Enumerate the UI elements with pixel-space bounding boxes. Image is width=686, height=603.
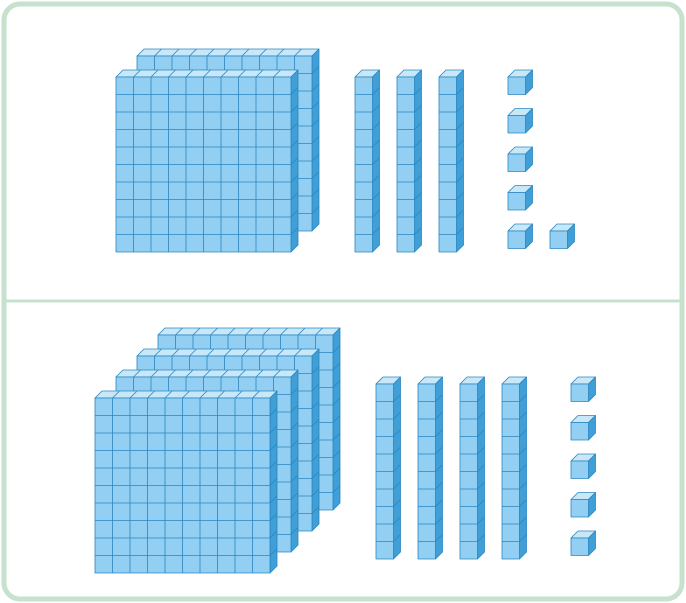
one-cube [570,530,596,556]
ten-rod [438,69,464,253]
ten-rod [417,376,443,560]
one-cube [507,69,533,95]
one-cube [507,185,533,211]
ten-rod [396,69,422,253]
ten-rod [375,376,401,560]
top-panel [115,48,575,253]
ten-rod [459,376,485,560]
hundred-flat [94,390,278,574]
one-cube [507,108,533,134]
ten-rod [354,69,380,253]
one-cube [549,223,575,249]
hundred-flat [115,69,299,253]
ten-rod [501,376,527,560]
bottom-panel [94,327,596,574]
one-cube [570,415,596,441]
one-cube [570,492,596,518]
one-cube [507,223,533,249]
one-cube [507,146,533,172]
one-cube [570,376,596,402]
one-cube [570,453,596,479]
